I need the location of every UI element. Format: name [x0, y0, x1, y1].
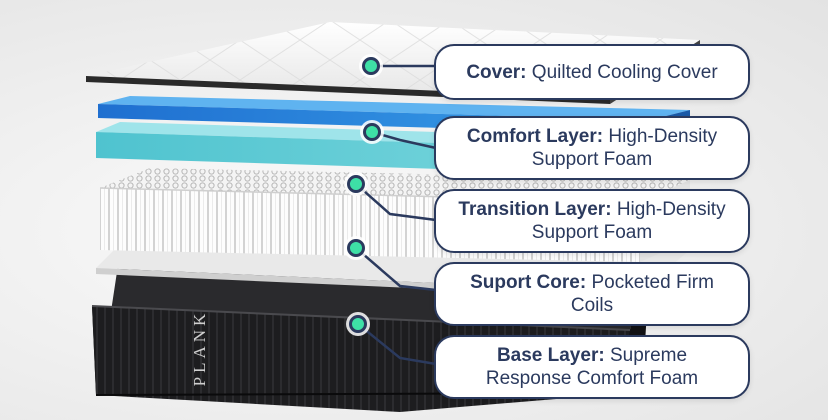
callout-comfort-layer-desc: High-Density Support Foam: [531, 126, 718, 170]
callout-transition-layer: Transition Layer: High-Density Support F…: [434, 189, 750, 253]
brand-logo: PLANK: [190, 310, 209, 387]
base-layer-marker: [349, 315, 367, 333]
callout-comfort-layer-label: Comfort Layer:: [466, 126, 604, 147]
cover-marker: [362, 57, 380, 75]
leader-lines: [355, 64, 437, 366]
callout-base-layer-label: Base Layer:: [496, 345, 605, 366]
callout-transition-layer-label: Transition Layer:: [458, 199, 612, 220]
callout-base-layer: Base Layer: Supreme Response Comfort Foa…: [434, 335, 750, 399]
callout-support-core-label: Suport Core:: [470, 272, 587, 293]
callout-transition-layer-desc: High-Density Support Foam: [531, 199, 726, 243]
callout-support-core: Suport Core: Pocketed Firm Coils: [434, 262, 750, 326]
callout-comfort-layer: Comfort Layer: High-Density Support Foam: [434, 116, 750, 180]
callout-base-layer-desc: Supreme Response Comfort Foam: [485, 345, 699, 389]
callout-cover: Cover: Quilted Cooling Cover: [434, 44, 750, 100]
comfort-layer-marker: [363, 123, 381, 141]
support-core-marker: [347, 239, 365, 257]
callout-cover-label: Cover:: [466, 61, 527, 83]
transition-layer-marker: [347, 175, 365, 193]
callout-support-core-desc: Pocketed Firm Coils: [570, 272, 714, 316]
callout-cover-desc: Quilted Cooling Cover: [531, 61, 718, 83]
